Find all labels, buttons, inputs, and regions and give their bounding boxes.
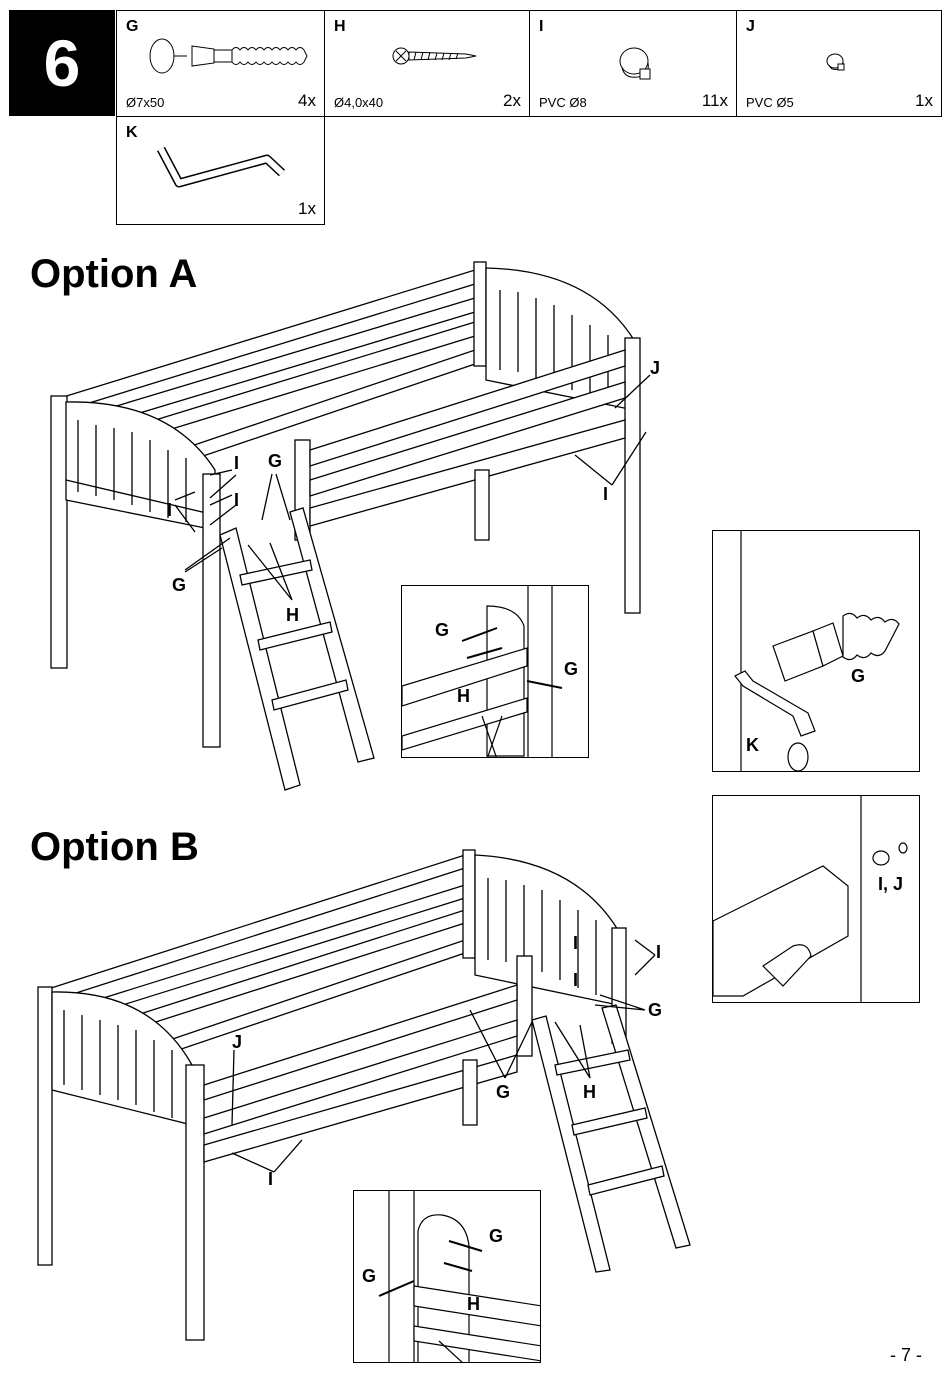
part-j-box: J PVC Ø5 1x	[736, 10, 942, 117]
part-qty: 1x	[915, 91, 933, 111]
callout-i: I	[167, 500, 172, 521]
detail-ladder-attach-a: G H G	[401, 585, 589, 758]
cam-bolt-icon	[142, 31, 322, 81]
callout-k: K	[746, 735, 759, 756]
cap-small-icon	[823, 49, 853, 79]
callout-h: H	[286, 605, 299, 626]
part-letter: I	[539, 18, 543, 36]
callout-j: J	[232, 1032, 242, 1053]
callout-i: I	[573, 933, 578, 954]
callout-i: I	[573, 970, 578, 991]
part-spec: Ø7x50	[126, 95, 164, 110]
part-qty: 4x	[298, 91, 316, 111]
detail-cap-insertion: I, J	[712, 795, 920, 1003]
callout-g: G	[362, 1266, 376, 1287]
part-k-box: K 1x	[116, 116, 325, 225]
part-letter: J	[746, 18, 755, 36]
detail-cam-bolt-drawing	[713, 531, 920, 772]
detail-allen-key-cam-bolt: G K	[712, 530, 920, 772]
part-qty: 1x	[298, 199, 316, 219]
callout-j: J	[650, 358, 660, 379]
part-h-box: H Ø4,0x40 2x	[324, 10, 530, 117]
callout-g: G	[435, 620, 449, 641]
callout-h: H	[457, 686, 470, 707]
callout-g: G	[268, 451, 282, 472]
callout-ij: I, J	[878, 874, 903, 895]
part-qty: 11x	[702, 91, 728, 111]
page-number: - 7 -	[890, 1345, 922, 1366]
callout-g: G	[648, 1000, 662, 1021]
callout-i: I	[656, 942, 661, 963]
callout-i: I	[268, 1169, 273, 1190]
step-number: 6	[9, 10, 115, 116]
callout-h: H	[467, 1294, 480, 1315]
option-a-title: Option A	[30, 252, 197, 297]
part-letter: H	[334, 18, 346, 36]
part-qty: 2x	[503, 91, 521, 111]
part-spec: Ø4,0x40	[334, 95, 383, 110]
part-g-box: G Ø7x50 4x	[116, 10, 325, 117]
detail-ladder-attach-b-drawing	[354, 1191, 541, 1363]
part-letter: G	[126, 18, 138, 36]
callout-g: G	[851, 666, 865, 687]
callout-h: H	[583, 1082, 596, 1103]
part-spec: PVC Ø5	[746, 95, 794, 110]
allen-key-icon	[157, 139, 297, 199]
detail-ladder-attach-drawing	[402, 586, 589, 758]
callout-g: G	[564, 659, 578, 680]
callout-i: I	[603, 484, 608, 505]
callout-g: G	[489, 1226, 503, 1247]
callout-i: I	[234, 490, 239, 511]
part-spec: PVC Ø8	[539, 95, 587, 110]
part-letter: K	[126, 124, 138, 142]
callout-i: I	[234, 453, 239, 474]
cap-large-icon	[612, 39, 662, 85]
detail-cap-drawing	[713, 796, 920, 1003]
detail-ladder-attach-b: G H G	[353, 1190, 541, 1363]
part-i-box: I PVC Ø8 11x	[529, 10, 737, 117]
option-b-title: Option B	[30, 825, 199, 870]
callout-g: G	[496, 1082, 510, 1103]
screw-icon	[391, 41, 481, 71]
callout-g: G	[172, 575, 186, 596]
